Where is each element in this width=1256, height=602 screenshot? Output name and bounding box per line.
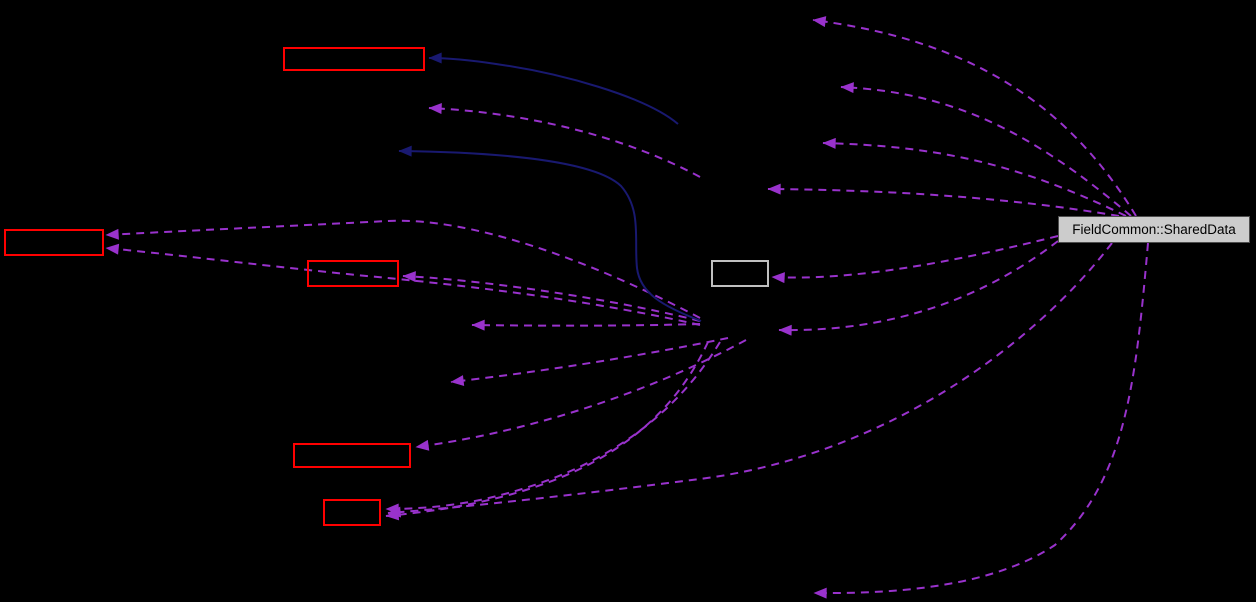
usage-edge-hub-left-2 <box>105 243 701 326</box>
usage-edge-long-bottom <box>813 242 1149 599</box>
inherit-edge-to-top-box <box>428 52 679 125</box>
class-node-top[interactable] <box>283 47 425 71</box>
usage-edge-top-4 <box>767 183 1120 217</box>
usage-edge-hub-to-small-2 <box>385 341 709 521</box>
usage-edge-hub-midleft <box>402 271 701 322</box>
usage-edge-hub-diag <box>450 337 729 387</box>
class-node-center[interactable] <box>711 260 769 287</box>
usage-edge-hub-left-1 <box>105 219 701 319</box>
usage-edge-hub-to-small-1 <box>385 341 721 515</box>
usage-edge-upper-left <box>428 103 701 178</box>
main-class-node[interactable]: FieldCommon::SharedData <box>1058 216 1250 243</box>
usage-edge-long-to-small <box>387 242 1113 518</box>
usage-edge-to-center <box>771 235 1059 284</box>
usage-edge-to-hub <box>778 240 1059 336</box>
inherit-edge-from-hub <box>398 145 702 322</box>
usage-edge-hub-horiz <box>471 319 701 331</box>
class-node-bottom-wide[interactable] <box>293 443 411 468</box>
usage-edge-top-2 <box>840 82 1132 217</box>
class-node-mid-left[interactable] <box>307 260 399 287</box>
usage-edge-top-1 <box>812 16 1137 217</box>
class-node-left[interactable] <box>4 229 104 256</box>
usage-edge-top-3 <box>822 137 1127 217</box>
usage-edge-hub-to-wide <box>415 339 747 451</box>
class-node-bottom-small[interactable] <box>323 499 381 526</box>
